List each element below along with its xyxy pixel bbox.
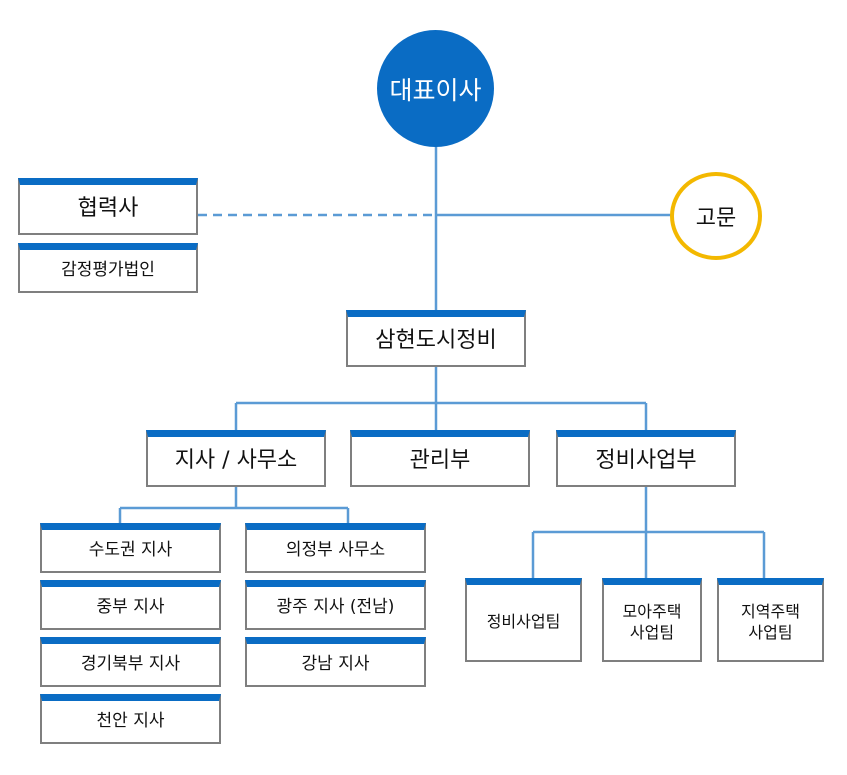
branch-box: 의정부 사무소 [245, 523, 426, 573]
team-label: 지역주택 사업팀 [741, 601, 800, 642]
branch-box: 수도권 지사 [40, 523, 221, 573]
branch-label: 천안 지사 [96, 711, 165, 732]
ceo-label: 대표이사 [389, 75, 482, 105]
branch-label: 강남 지사 [301, 654, 370, 675]
branch-label: 의정부 사무소 [285, 540, 386, 561]
branch-box: 천안 지사 [40, 694, 221, 744]
branch-office-box: 지사 / 사무소 [146, 430, 326, 487]
branch-box: 중부 지사 [40, 580, 221, 630]
branch-label: 중부 지사 [96, 597, 165, 618]
advisor-label: 고문 [695, 206, 737, 231]
management-dept-box: 관리부 [350, 430, 530, 487]
partner-box: 협력사 [18, 178, 198, 235]
company-label: 삼현도시정비 [375, 327, 497, 353]
company-box: 삼현도시정비 [346, 310, 526, 367]
management-dept-label: 관리부 [409, 447, 471, 473]
branch-label: 수도권 지사 [88, 540, 173, 561]
business-dept-box: 정비사업부 [556, 430, 736, 487]
team-box: 모아주택 사업팀 [602, 578, 702, 662]
advisor-node: 고문 [670, 172, 762, 260]
partner-label: 협력사 [77, 195, 139, 221]
team-label: 정비사업팀 [486, 612, 561, 632]
branch-box: 광주 지사 (전남) [245, 580, 426, 630]
ceo-node: 대표이사 [377, 30, 494, 147]
business-dept-label: 정비사업부 [595, 447, 697, 473]
branch-box: 경기북부 지사 [40, 637, 221, 687]
branch-office-label: 지사 / 사무소 [174, 447, 298, 473]
team-box: 정비사업팀 [465, 578, 582, 662]
team-label: 모아주택 사업팀 [622, 601, 682, 642]
branch-label: 경기북부 지사 [80, 654, 181, 675]
branch-box: 강남 지사 [245, 637, 426, 687]
team-box: 지역주택 사업팀 [717, 578, 824, 662]
appraisal-firm-box: 감정평가법인 [18, 243, 198, 293]
appraisal-firm-label: 감정평가법인 [61, 260, 155, 281]
branch-label: 광주 지사 (전남) [276, 597, 395, 618]
